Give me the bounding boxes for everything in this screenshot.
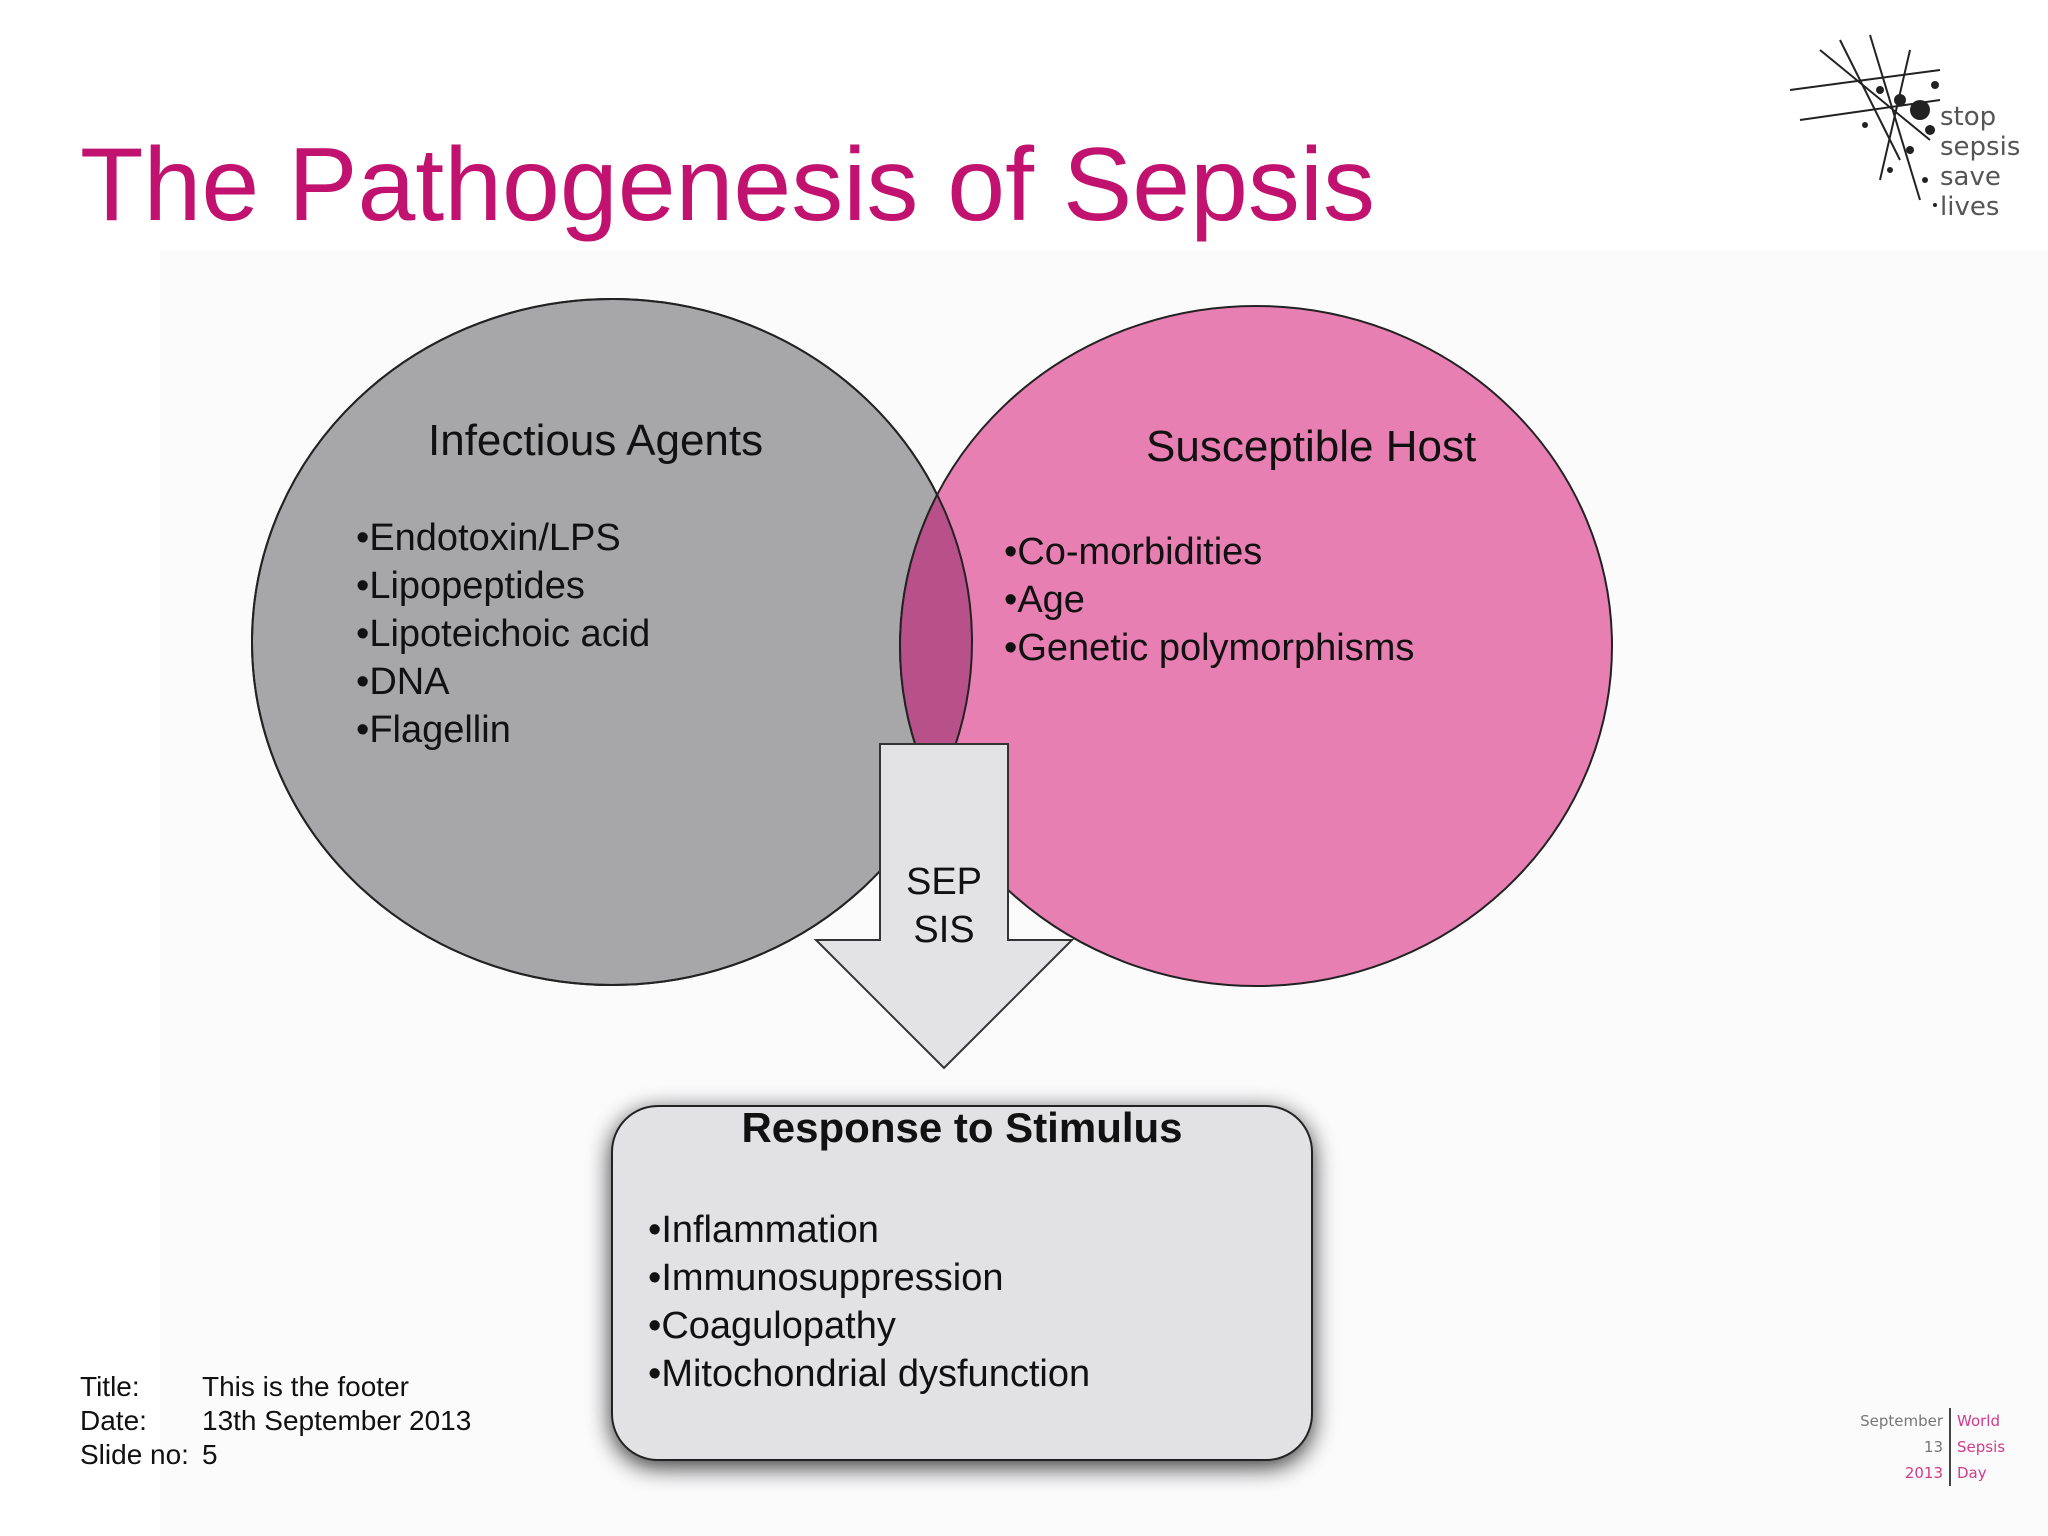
- wsd-right: Sepsis: [1957, 1438, 2006, 1456]
- footer-date-value: 13th September 2013: [202, 1405, 472, 1436]
- list-item: Age: [1004, 576, 1414, 624]
- list-item: Co-morbidities: [1004, 528, 1414, 576]
- sepsis-arrow: [813, 743, 1075, 1070]
- footer-title-key: Title:: [80, 1371, 140, 1402]
- overlap-region: [899, 305, 972, 985]
- list-item: Flagellin: [356, 706, 650, 754]
- slide-title: The Pathogenesis of Sepsis: [80, 127, 1376, 243]
- list-item: Genetic polymorphisms: [1004, 624, 1414, 672]
- wsd-right: World: [1957, 1412, 2000, 1430]
- susceptible-host-list: Co-morbidities Age Genetic polymorphisms: [1004, 528, 1414, 672]
- sepsis-arrow-label: SEP SIS: [880, 858, 1008, 954]
- list-item: DNA: [356, 658, 650, 706]
- list-item: Endotoxin/LPS: [356, 514, 650, 562]
- footer-title-value: This is the footer: [202, 1371, 409, 1402]
- list-item: Inflammation: [648, 1206, 1090, 1254]
- logo-line: sepsis: [1940, 132, 2021, 162]
- wsd-left: 2013: [1855, 1460, 1951, 1486]
- list-item: Coagulopathy: [648, 1302, 1090, 1350]
- logo-line: save: [1940, 162, 2001, 192]
- stop-sepsis-logo-text: stop sepsis save lives: [1940, 102, 2020, 222]
- logo-line: lives: [1940, 192, 2000, 222]
- footer-slide-key: Slide no:: [80, 1439, 189, 1470]
- wsd-right: Day: [1957, 1464, 1987, 1482]
- world-sepsis-day-logo: September World 13 Sepsis 2013 Day: [1855, 1408, 2005, 1486]
- footer-slide-value: 5: [202, 1439, 218, 1470]
- wsd-left: 13: [1855, 1434, 1951, 1460]
- infectious-agents-heading: Infectious Agents: [428, 416, 764, 465]
- list-item: Lipoteichoic acid: [356, 610, 650, 658]
- infectious-agents-list: Endotoxin/LPS Lipopeptides Lipoteichoic …: [356, 514, 650, 754]
- wsd-left: September: [1855, 1408, 1951, 1434]
- footer-date-key: Date:: [80, 1405, 147, 1436]
- list-item: Immunosuppression: [648, 1254, 1090, 1302]
- susceptible-host-heading: Susceptible Host: [1146, 422, 1477, 471]
- response-box-heading: Response to Stimulus: [741, 1104, 1183, 1151]
- logo-line: stop: [1940, 102, 1997, 132]
- arrow-label-line: SEP: [905, 861, 983, 903]
- list-item: Mitochondrial dysfunction: [648, 1350, 1090, 1398]
- response-list: Inflammation Immunosuppression Coagulopa…: [648, 1206, 1090, 1398]
- list-item: Lipopeptides: [356, 562, 650, 610]
- slide-footer: Title: This is the footer Date: 13th Septe…: [80, 1370, 471, 1472]
- splatter-logo-icon: [1789, 34, 1941, 207]
- arrow-label-line: SIS: [913, 909, 975, 951]
